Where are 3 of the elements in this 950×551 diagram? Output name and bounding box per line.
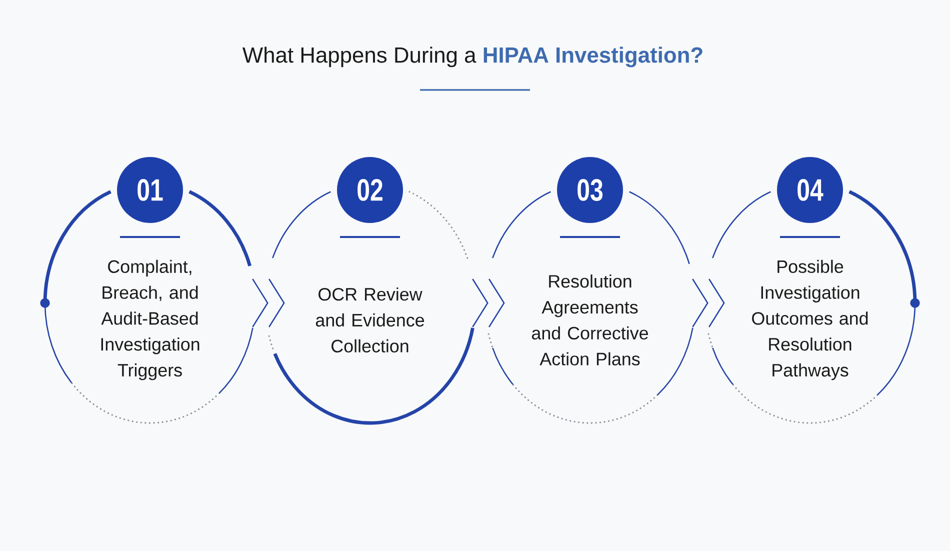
title: What Happens During a HIPAA Investigation? [242, 46, 702, 68]
number-badge: 04 [777, 156, 843, 223]
number-badge: 01 [117, 156, 183, 223]
